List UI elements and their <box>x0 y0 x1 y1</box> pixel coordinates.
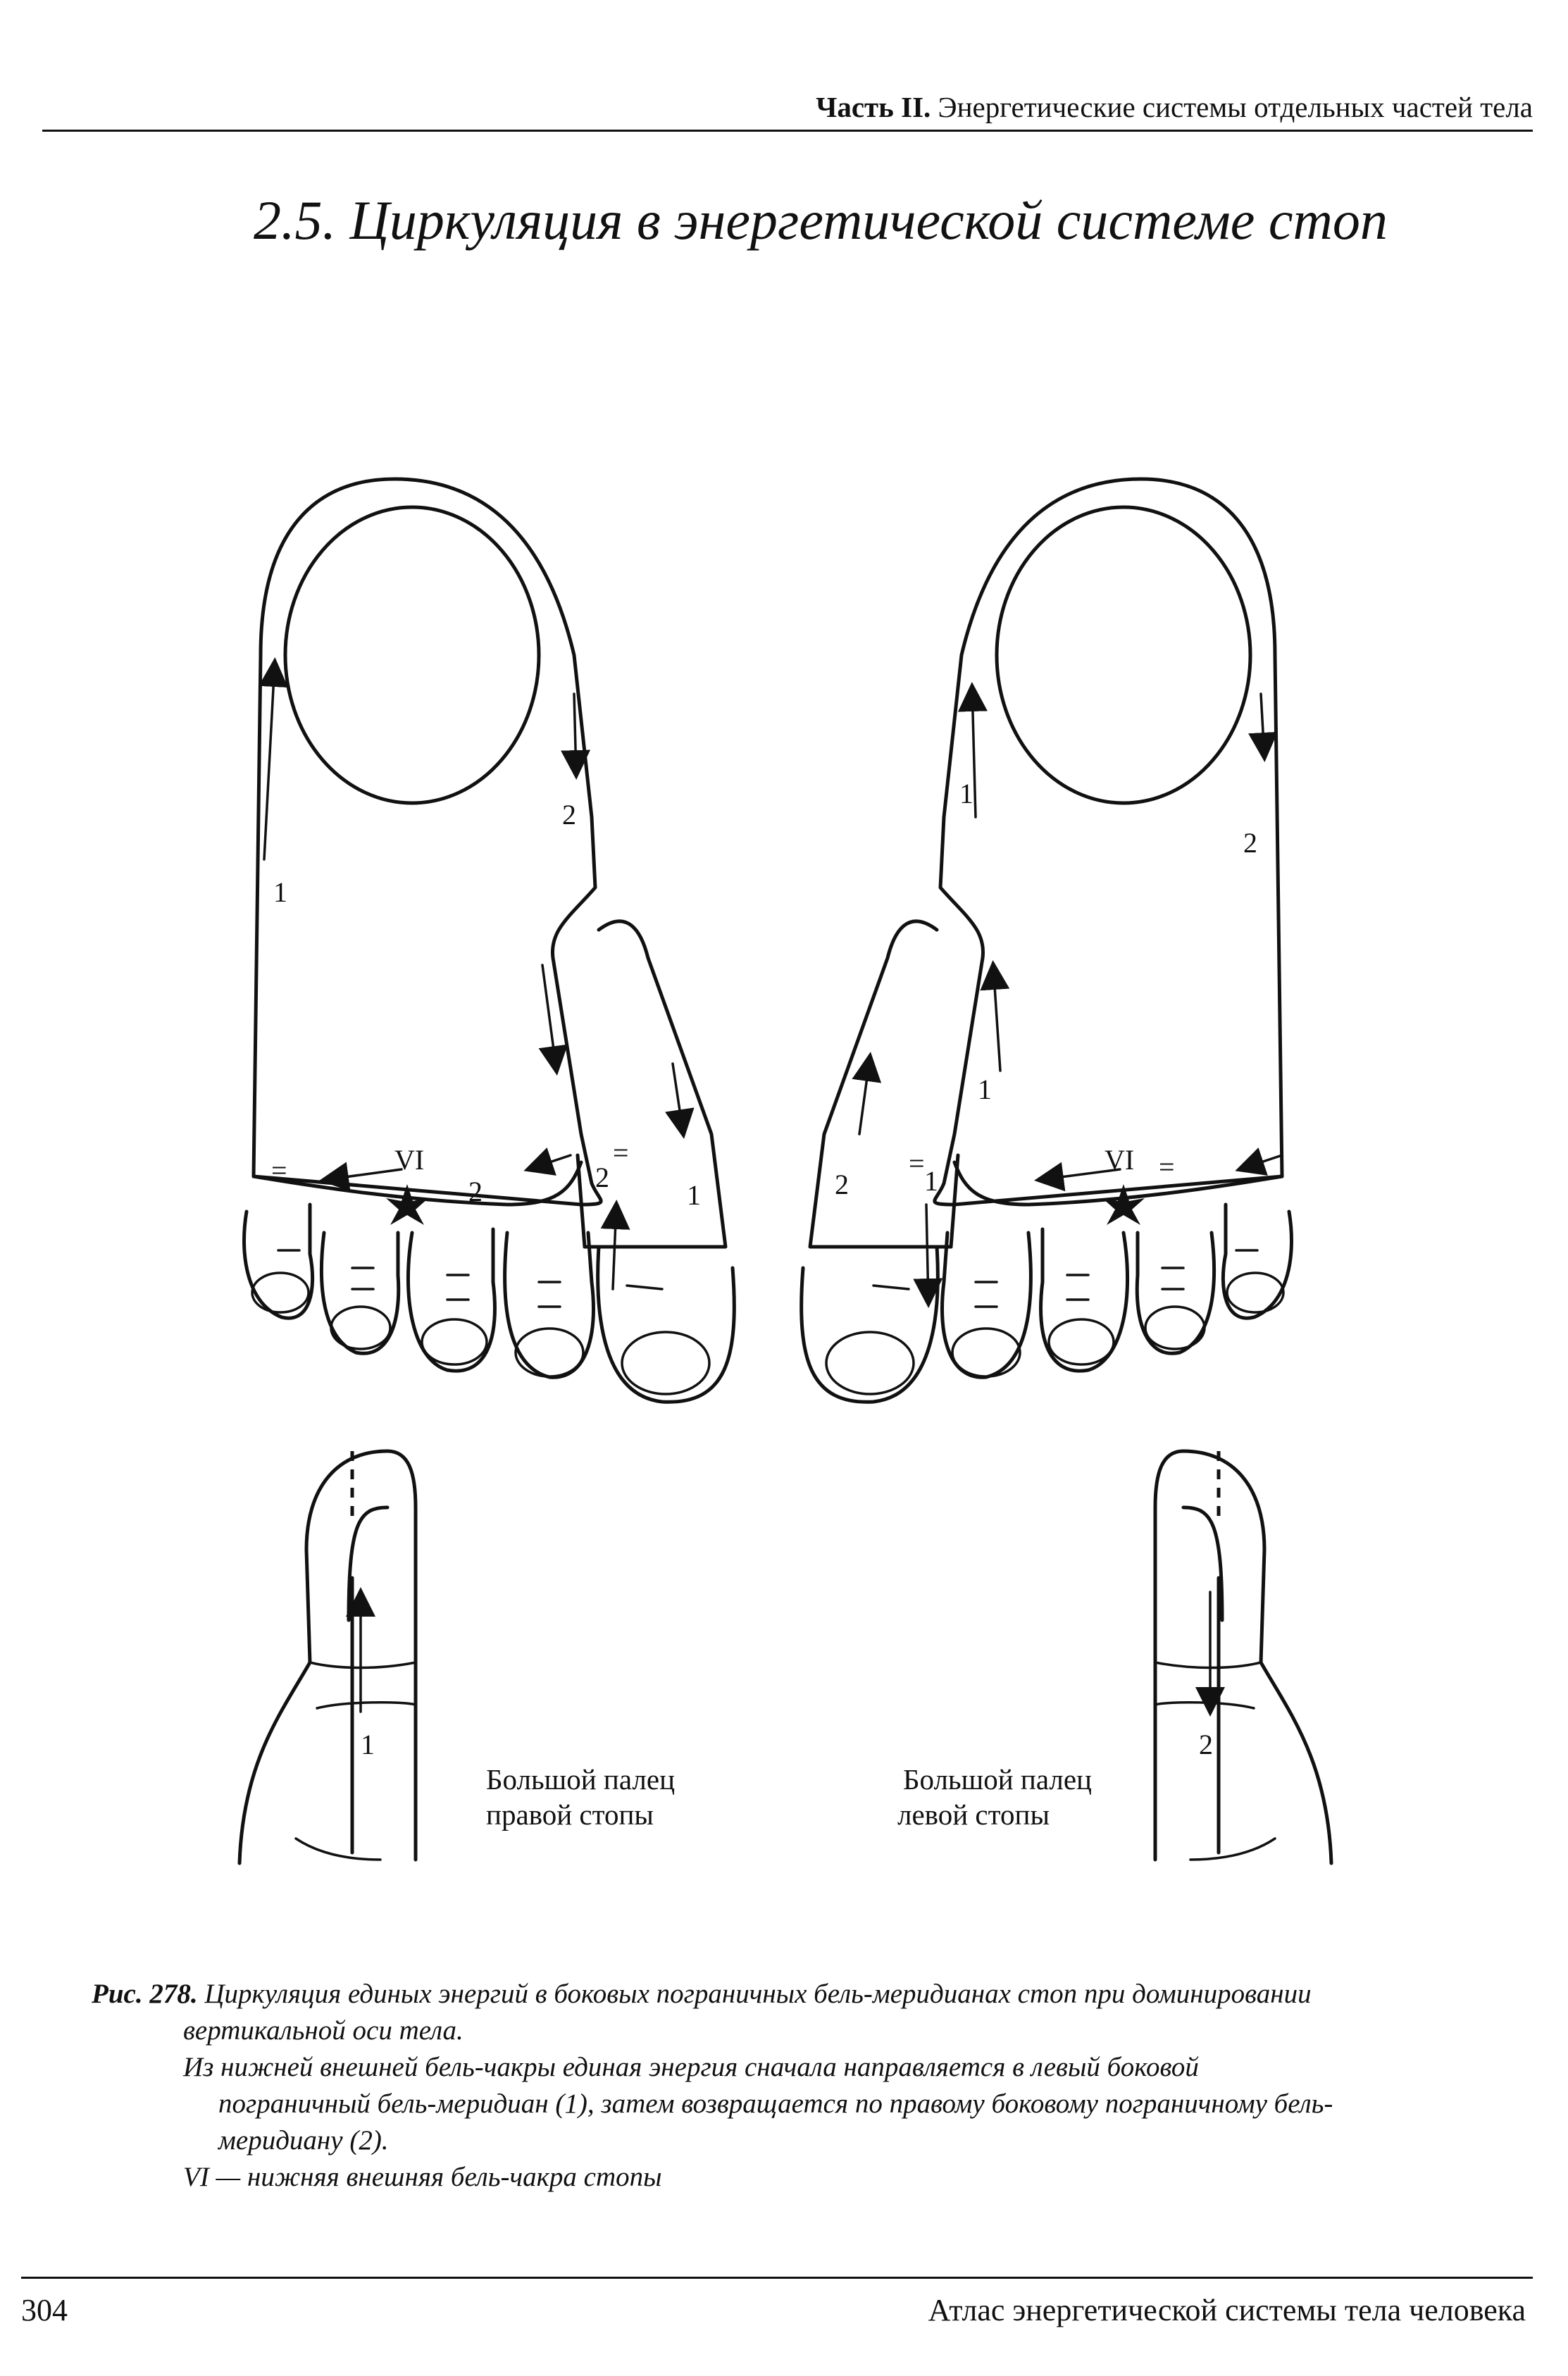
right-foot-sole: VI 1 2 2 2 1 = = <box>242 477 736 1404</box>
left-eq-1: = <box>1159 1151 1175 1183</box>
part-title: Энергетические системы отдельных частей … <box>938 91 1533 123</box>
caption-line-4: пограничный бель-меридиан (1), затем воз… <box>218 2089 1333 2119</box>
running-header: Часть II. Энергетические системы отдельн… <box>42 90 1533 124</box>
section-title: 2.5. Циркуляция в энергетической системе… <box>254 189 1388 251</box>
left-meridian-2-arrow <box>1248 692 1278 762</box>
right-big-toenail <box>283 505 541 805</box>
book-title: Атлас энергетической системы тела челове… <box>928 2293 1526 2327</box>
left-meridian-2b-arrow <box>852 1052 882 1136</box>
right-chakra-star <box>386 1184 428 1225</box>
part-label: Часть II. <box>816 91 931 123</box>
right-meridian-2-arrow <box>561 692 591 780</box>
figure-caption: Рис. 278. Циркуляция единых энергий в бо… <box>92 1976 1500 2196</box>
right-meridian-1-arrow <box>259 657 289 861</box>
right-label-1b: 1 <box>687 1179 701 1211</box>
left-toe-label-line2: левой стопы <box>897 1798 1050 1831</box>
right-meridian-up-arrow <box>600 1200 630 1290</box>
right-toe-label-line2: правой стопы <box>486 1798 654 1831</box>
left-chakra-label: VI <box>1105 1144 1134 1176</box>
left-label-2b: 2 <box>835 1169 849 1200</box>
left-meridian-1b-arrow <box>980 960 1010 1072</box>
right-meridian-1b-arrow <box>665 1062 695 1139</box>
left-eq-2: = <box>909 1147 925 1179</box>
feet-energy-figure: VI 1 2 2 2 1 = = <box>176 423 1416 1888</box>
right-label-1a: 1 <box>273 876 287 908</box>
header-rule <box>42 130 1533 132</box>
right-side-label-1: 1 <box>361 1729 375 1760</box>
feet-diagram: VI 1 2 2 2 1 = = <box>237 477 1333 1865</box>
caption-line-5: меридиану (2). <box>218 2125 389 2156</box>
left-chakra-star <box>1102 1184 1145 1225</box>
right-foot-outline <box>251 477 603 1207</box>
left-second-toe <box>808 919 960 1249</box>
left-toe-label-line1: Большой палец <box>903 1763 1092 1796</box>
right-chakra-label: VI <box>394 1144 424 1176</box>
caption-fig-ref: Рис. 278. <box>92 1979 198 2009</box>
left-foot-sole: VI 1 2 1 2 1 = = <box>799 477 1293 1404</box>
right-toes-row <box>242 1202 736 1404</box>
right-label-2c: 2 <box>595 1162 609 1193</box>
right-second-toe <box>575 919 728 1249</box>
left-base-arrow <box>1034 1162 1121 1192</box>
right-toe-base-line <box>251 1160 583 1207</box>
caption-line-1: Рис. 278. Циркуляция единых энергий в бо… <box>92 1979 1312 2009</box>
footer-rule <box>21 2277 1533 2279</box>
left-base-arrow-2 <box>1235 1147 1283 1176</box>
right-base-arrow-2 <box>523 1147 572 1176</box>
caption-line-6: VI — нижняя внешняя бель-чакра стопы <box>183 2162 662 2192</box>
right-meridian-2b-arrow <box>538 964 568 1076</box>
left-toes-row <box>799 1202 1293 1404</box>
left-foot-outline <box>933 477 1284 1207</box>
right-eq-2: = <box>613 1137 629 1169</box>
right-big-toe-side: 1 Большой палец правой стопы <box>237 1449 675 1865</box>
left-label-1c: 1 <box>924 1165 938 1197</box>
right-label-2a: 2 <box>562 799 576 831</box>
left-label-1b: 1 <box>978 1074 992 1105</box>
left-label-1a: 1 <box>959 778 973 809</box>
page-number: 304 <box>21 2293 68 2327</box>
left-big-toenail <box>995 505 1252 805</box>
caption-line-3: Из нижней внешней бель-чакры единая энер… <box>183 2052 1199 2082</box>
caption-line-2: вертикальной оси тела. <box>183 2015 463 2046</box>
right-eq-1: = <box>271 1155 287 1186</box>
left-label-2a: 2 <box>1243 827 1257 859</box>
left-toe-base-line <box>952 1160 1284 1207</box>
left-meridian-down-arrow <box>913 1203 943 1308</box>
right-label-2b: 2 <box>468 1176 483 1207</box>
right-base-arrow <box>319 1162 403 1192</box>
left-meridian-1-arrow <box>957 682 988 819</box>
right-toe-label-line1: Большой палец <box>486 1763 675 1796</box>
left-side-label-2: 2 <box>1199 1729 1213 1760</box>
left-big-toe-side: 2 Большой палец левой стопы <box>897 1449 1333 1865</box>
